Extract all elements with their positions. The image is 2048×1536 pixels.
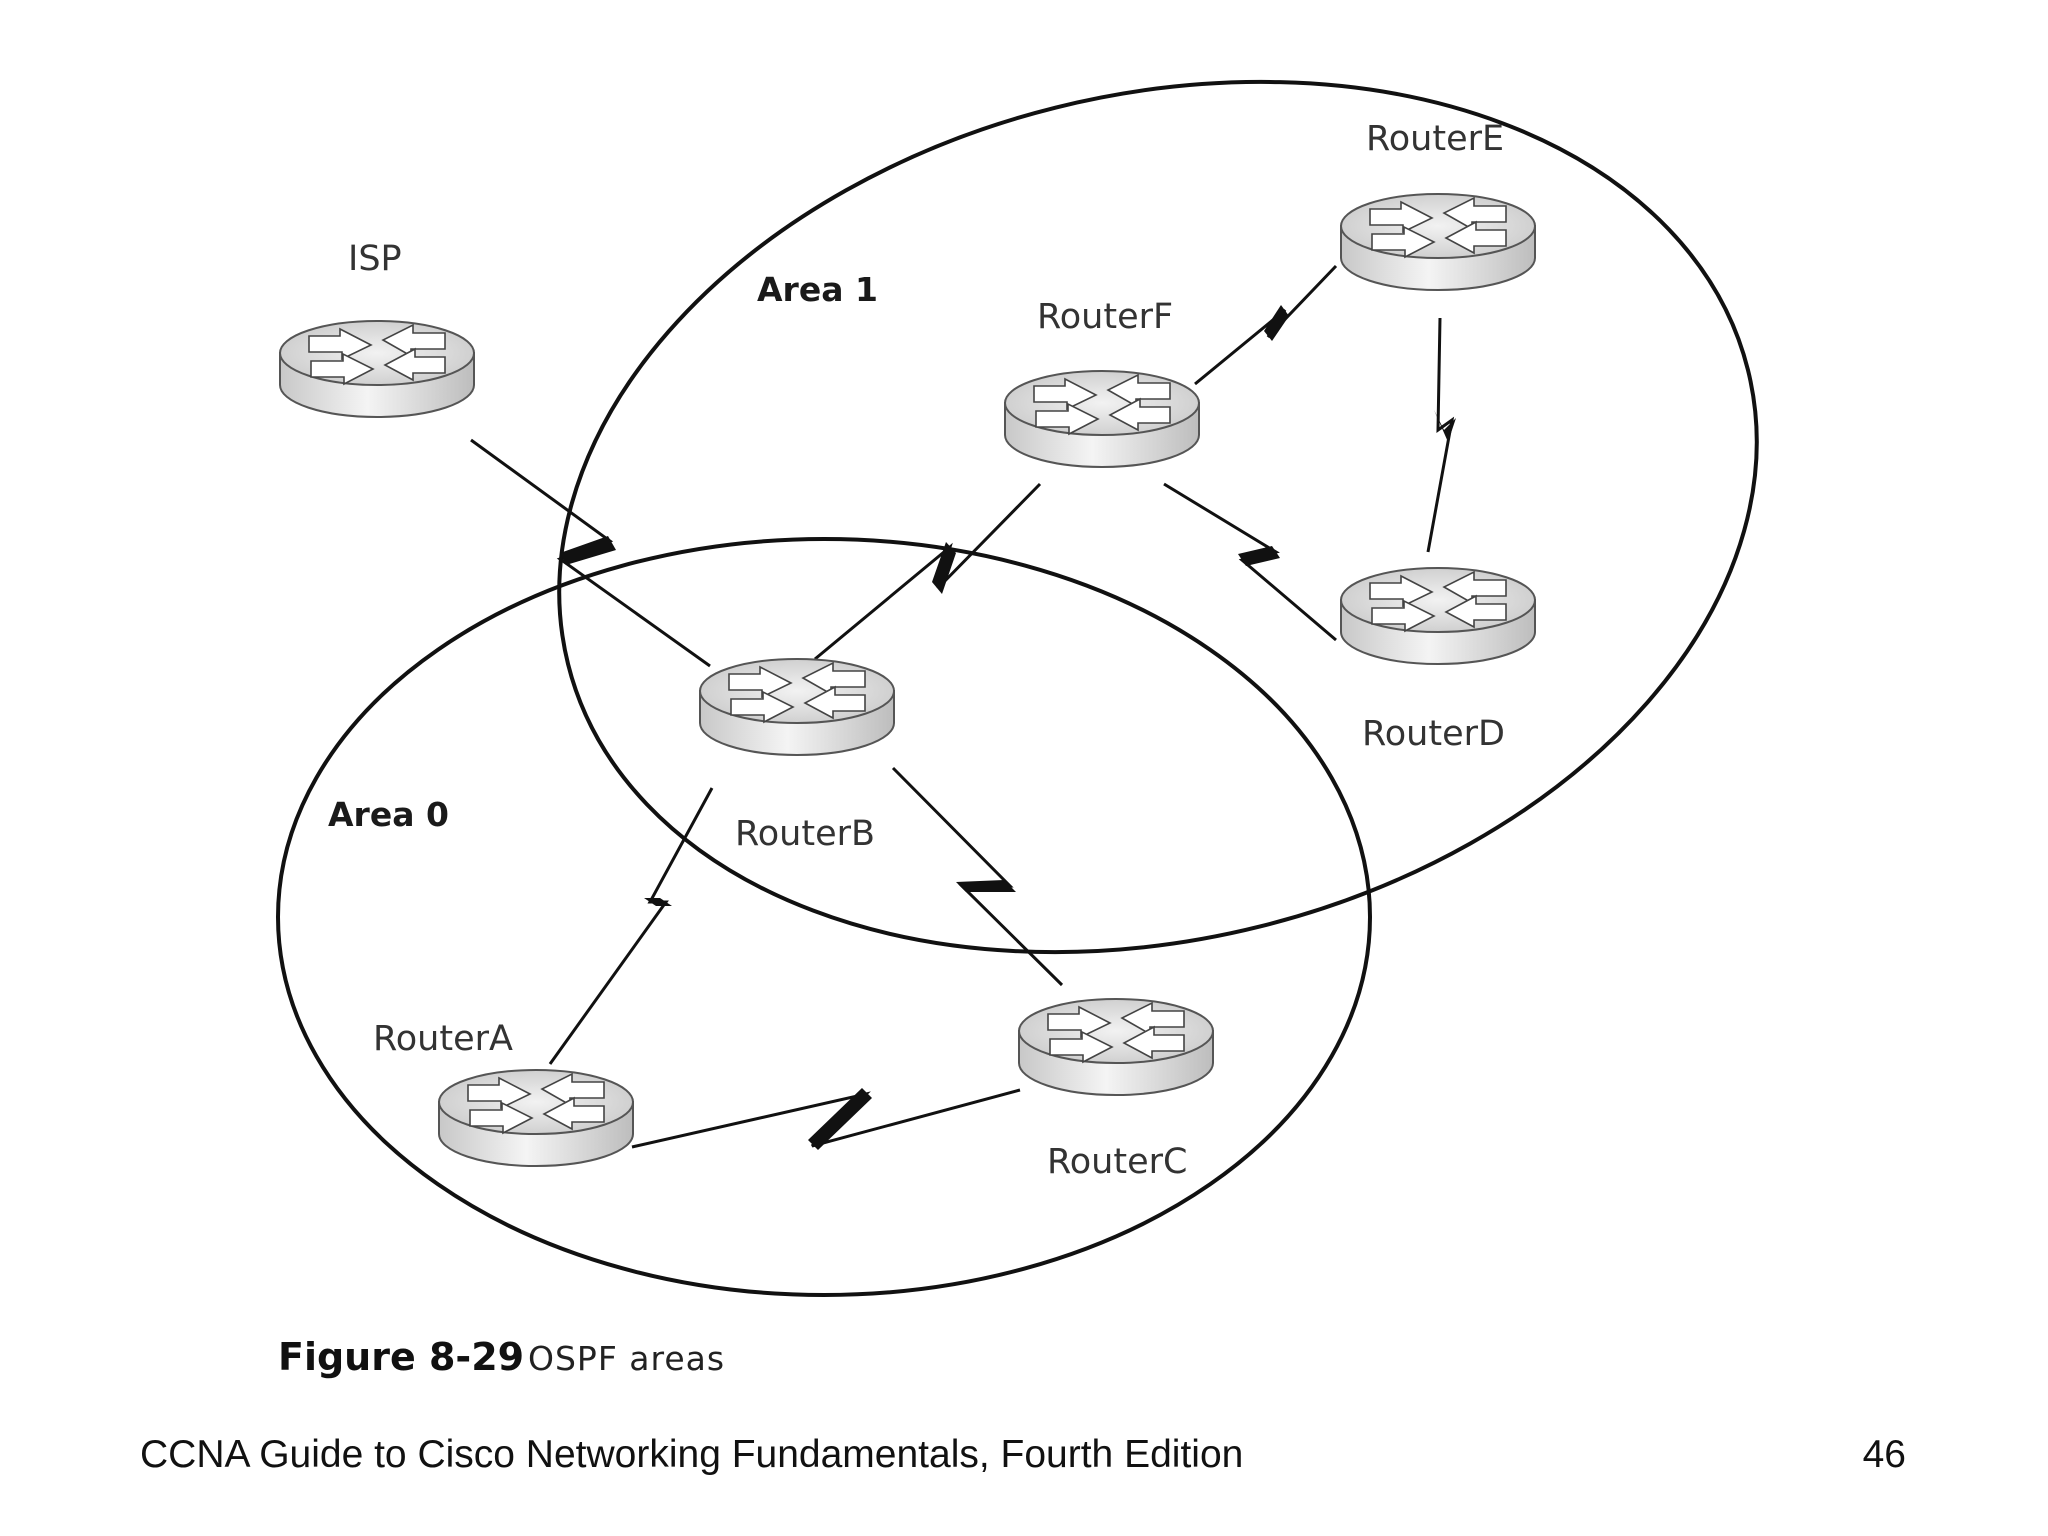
router-a-label: RouterA: [373, 1019, 513, 1059]
router-d-icon: [1340, 567, 1536, 665]
router-b-icon: [699, 658, 895, 756]
isp-label: ISP: [348, 239, 402, 279]
link-routerb-routera: [548, 787, 714, 1065]
link-routerb-routerc-bolt: [956, 880, 1016, 892]
link-isp-routerb-bolt: [560, 536, 616, 565]
link-routerf-routerd-bolt: [1238, 546, 1280, 566]
figure-number: Figure 8-29: [278, 1335, 524, 1379]
link-routerb-routerf: [814, 482, 1042, 661]
router-f-label: RouterF: [1037, 297, 1173, 337]
area-0-boundary: [276, 537, 1372, 1297]
router-f-icon: [1004, 370, 1200, 468]
link-routera-routerc-bolt: [808, 1088, 872, 1150]
link-routerf-routere-bolt: [1264, 305, 1289, 341]
router-a-icon: [438, 1069, 634, 1167]
page-number: 46: [1863, 1433, 1906, 1476]
router-c-label: RouterC: [1047, 1142, 1187, 1182]
link-routerb-routera-bolt: [644, 898, 672, 906]
link-routerf-routere: [1194, 264, 1338, 386]
link-routerb-routerf-bolt: [932, 542, 956, 594]
link-routere-routerd: [1426, 317, 1455, 553]
link-routere-routerd-bolt: [1434, 410, 1456, 442]
book-title: CCNA Guide to Cisco Networking Fundament…: [140, 1433, 1243, 1476]
figure-title: OSPF areas: [528, 1339, 725, 1378]
router-d-label: RouterD: [1362, 714, 1505, 754]
router-e-label: RouterE: [1366, 119, 1504, 159]
serial-links: [470, 264, 1456, 1150]
area-0-label: Area 0: [328, 795, 449, 834]
area-1-boundary: [557, 79, 1759, 955]
router-b-label: RouterB: [735, 814, 875, 854]
router-e-icon: [1340, 193, 1536, 291]
router-c-icon: [1018, 998, 1214, 1096]
router-isp-icon: [279, 320, 475, 418]
area-1-label: Area 1: [757, 270, 878, 309]
